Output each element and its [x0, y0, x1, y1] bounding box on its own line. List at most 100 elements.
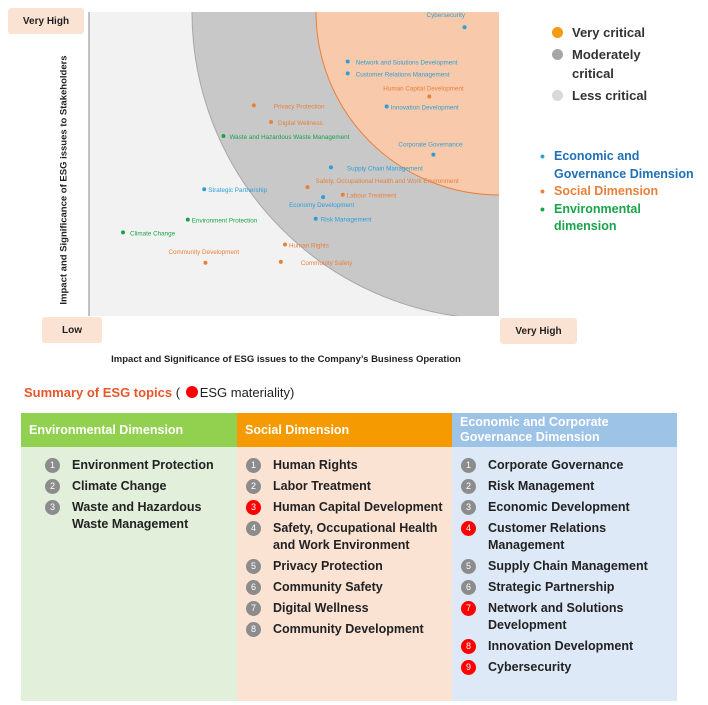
orange-circle-icon — [552, 27, 563, 38]
topic-item: 1 Human Rights — [246, 457, 446, 474]
number-badge: 5 — [246, 559, 261, 574]
legend-social-dimension: • Social Dimension — [540, 183, 659, 199]
point-label: Waste and Hazardous Waste Management — [229, 134, 349, 141]
topic-text: Customer Relations Management — [488, 521, 607, 552]
legend-very-critical: Very critical — [550, 23, 652, 42]
topic-text: Environment Protection — [72, 458, 214, 472]
legend-economic-dimension: • Economic and Governance Dimension — [540, 148, 694, 181]
topic-item: 5 Supply Chain Management — [461, 558, 671, 575]
column-header: Environmental Dimension — [21, 413, 237, 447]
number-badge: 6 — [461, 580, 476, 595]
topic-item: 4 Customer Relations Management — [461, 520, 671, 554]
number-badge: 2 — [45, 479, 60, 494]
topic-text: Cybersecurity — [488, 660, 572, 674]
very-critical-zone — [315, 12, 499, 196]
column-header: Social Dimension — [237, 413, 452, 447]
point-label: Corporate Governance — [398, 142, 463, 149]
topic-item: 9 Cybersecurity — [461, 659, 671, 676]
number-badge: 5 — [461, 559, 476, 574]
data-point — [328, 165, 333, 170]
point-label: Cybersecurity — [427, 12, 466, 19]
topic-text: Strategic Partnership — [488, 580, 615, 594]
data-point — [221, 134, 226, 139]
topic-text: Economic Development — [488, 500, 630, 514]
environmental-column: Environmental Dimension 1 Environment Pro… — [21, 413, 237, 701]
topic-text: Digital Wellness — [273, 601, 369, 615]
point-label: Economy Development — [289, 202, 354, 209]
topic-text: Supply Chain Management — [488, 559, 648, 573]
data-point — [202, 187, 207, 192]
topic-text: Human Rights — [273, 458, 358, 472]
topic-text: Community Development — [273, 622, 424, 636]
data-point — [321, 195, 326, 200]
bullet-icon: • — [540, 200, 545, 217]
point-label: Network and Solutions Development — [356, 60, 458, 67]
data-point — [427, 94, 432, 99]
x-axis-label: Impact and Significance of ESG issues to… — [111, 354, 461, 365]
light-grey-circle-icon — [552, 90, 563, 101]
data-point — [203, 260, 208, 265]
point-label: Environment Protection — [192, 218, 258, 225]
data-point — [305, 185, 310, 190]
number-badge: 2 — [246, 479, 261, 494]
number-badge: 4 — [246, 521, 261, 536]
number-badge: 1 — [246, 458, 261, 473]
data-point — [251, 103, 256, 108]
topic-text: Waste and Hazardous Waste Management — [72, 500, 202, 531]
topic-text: Safety, Occupational Health and Work Env… — [273, 521, 438, 552]
data-point — [278, 259, 283, 264]
topic-text: Privacy Protection — [273, 559, 383, 573]
x-high-label: Very High — [500, 318, 577, 344]
legend-moderately-critical: Moderately critical — [550, 45, 652, 83]
point-label: Human Capital Development — [383, 86, 464, 93]
number-badge: 6 — [246, 580, 261, 595]
bullet-icon: • — [540, 183, 545, 199]
material-number-badge: 4 — [461, 521, 476, 536]
topic-text: Climate Change — [72, 479, 167, 493]
number-badge: 2 — [461, 479, 476, 494]
topic-item: 5 Privacy Protection — [246, 558, 446, 575]
point-label: Customer Relations Management — [356, 71, 450, 78]
data-point — [345, 59, 350, 64]
dimension-legend: • Economic and Governance Dimension • So… — [540, 148, 708, 236]
topic-item: 1 Environment Protection — [45, 457, 231, 474]
topic-item: 2 Climate Change — [45, 478, 231, 495]
number-badge: 1 — [461, 458, 476, 473]
topic-item: 2 Risk Management — [461, 478, 671, 495]
point-label: Climate Change — [130, 230, 176, 237]
legend-less-critical: Less critical — [550, 86, 652, 105]
grey-circle-icon — [552, 49, 563, 60]
number-badge: 3 — [461, 500, 476, 515]
data-point — [345, 71, 350, 76]
point-label: Human Rights — [289, 243, 329, 250]
data-point — [121, 230, 126, 235]
criticality-legend: Very critical Moderately critical Less c… — [550, 23, 652, 108]
topic-text: Human Capital Development — [273, 500, 443, 514]
point-label: Privacy Protection — [274, 103, 325, 110]
red-dot-icon — [185, 386, 198, 398]
topic-item: 3 Waste and Hazardous Waste Management — [45, 499, 231, 533]
point-label: Supply Chain Management — [347, 165, 423, 172]
number-badge: 7 — [246, 601, 261, 616]
topic-text: Risk Management — [488, 479, 595, 493]
number-badge: 3 — [45, 500, 60, 515]
point-label: Labour Treatment — [347, 193, 397, 200]
point-label: Risk Management — [321, 217, 372, 224]
topic-item: 6 Community Safety — [246, 579, 446, 596]
point-label: Safety, Occupational Health and Work Env… — [316, 178, 460, 185]
material-number-badge: 3 — [246, 500, 261, 515]
point-label: Innovation Development — [391, 105, 459, 112]
material-number-badge: 9 — [461, 660, 476, 675]
material-number-badge: 7 — [461, 601, 476, 616]
number-badge: 1 — [45, 458, 60, 473]
topic-text: Community Safety — [273, 580, 383, 594]
economic-column: Economic and Corporate Governance Dimens… — [452, 413, 677, 701]
data-point — [340, 192, 345, 197]
x-low-label: Low — [42, 317, 102, 343]
